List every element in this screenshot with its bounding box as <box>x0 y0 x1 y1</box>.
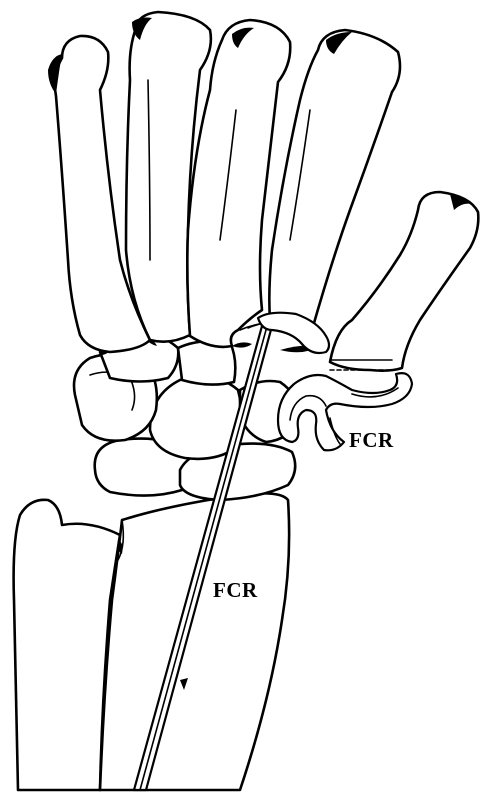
radius-bone <box>100 482 289 790</box>
fcr-label-lower: FCR <box>213 580 258 601</box>
fcr-label-upper: FCR <box>349 430 394 451</box>
